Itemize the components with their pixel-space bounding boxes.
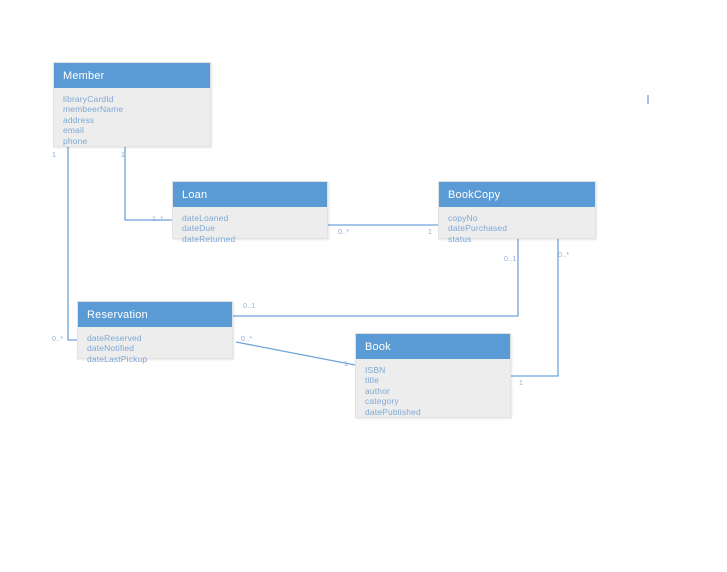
attribute: dateNotified [87,343,135,354]
attribute: datePurchased [448,223,508,234]
attribute: email [63,125,85,136]
attribute: ISBN [365,365,386,375]
attribute: category [365,396,399,407]
multiplicity-label-member-loan-near: 1 [121,152,126,159]
attribute: dateReserved [87,333,142,343]
connector-member-loan [124,147,172,221]
attribute: dateDue [182,223,216,234]
multiplicity-label-member-loan-far: 1..* [152,216,164,223]
multiplicity-label-loan-copy-near: 0..* [338,229,350,236]
attribute: title [365,375,379,386]
connector-bookcopy-book [511,239,559,377]
multiplicity-label-copy-book-far: 1 [519,380,524,387]
connector-bookcopy-reservation [233,239,519,317]
class-name-book: Book [356,334,510,359]
class-name-reservation: Reservation [78,302,232,327]
multiplicity-label-copy-res-far: 0..1 [243,303,256,310]
attribute: status [448,233,472,244]
multiplicity-label-loan-copy-far: 1 [428,229,433,236]
class-name-loan: Loan [173,182,327,207]
attribute: membeerName [63,104,124,115]
stray-mark [647,95,649,104]
connector-member-reservation [67,147,77,341]
attribute: dateLoaned [182,213,229,223]
multiplicity-label-res-book-far: 1 [344,361,349,368]
attribute: address [63,114,95,125]
attribute: dateLastPickup [87,353,148,364]
multiplicity-label-copy-res-near: 0..1 [504,256,517,263]
attribute: phone [63,135,88,146]
attribute: datePublished [365,406,421,417]
multiplicity-label-copy-book-near: 0..* [558,252,570,259]
class-name-member: Member [54,63,210,88]
attribute: author [365,385,391,396]
multiplicity-label-res-book-near: 0..* [241,336,253,343]
multiplicity-label-member-res-far: 0..* [52,336,64,343]
class-name-bookcopy: BookCopy [439,182,595,207]
attribute: libraryCardId [63,94,114,104]
multiplicity-label-member-res-near: 1 [52,152,57,159]
attribute: dateReturned [182,233,236,244]
connector-reservation-book [235,341,356,366]
attribute: copyNo [448,213,478,223]
